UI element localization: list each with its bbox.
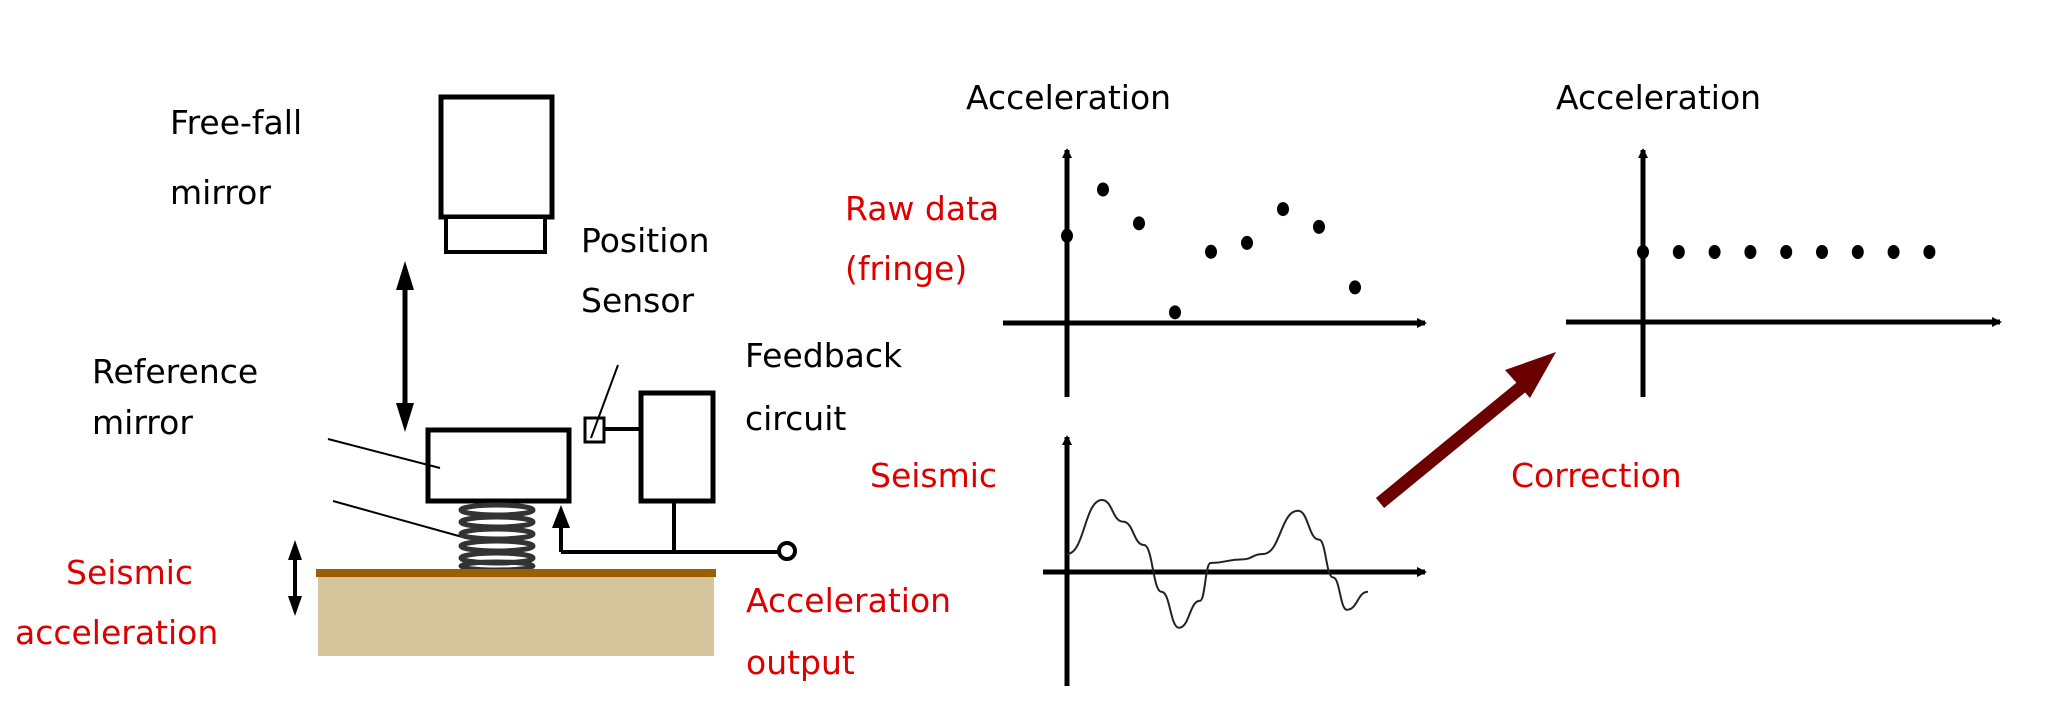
reference-pointer	[327, 438, 441, 469]
spring-icon	[458, 502, 536, 573]
ground	[318, 577, 714, 656]
reference-mirror-label: Reference	[92, 352, 258, 391]
seismic-signal-line	[1066, 498, 1369, 629]
corrected-data-point	[1780, 245, 1793, 259]
free-fall-label: Free-fall	[170, 103, 302, 142]
raw-data-point	[1277, 202, 1289, 217]
free-fall-mirror-base	[444, 215, 547, 254]
raw-data-point	[1313, 219, 1325, 234]
feedback-label-2: circuit	[745, 399, 846, 438]
raw-data-point	[1241, 235, 1253, 250]
raw-data-label-2: (fringe)	[845, 249, 967, 288]
position-sensor-label: Position	[581, 221, 710, 260]
corrected-data-point	[1816, 245, 1828, 259]
feedback-label: Feedback	[745, 336, 903, 375]
free-fall-mirror	[438, 94, 555, 220]
corrected-data-point	[1708, 245, 1721, 259]
raw-data-point	[1133, 216, 1145, 231]
raw-data-point	[1205, 244, 1217, 259]
chart-3-title: Acceleration	[1556, 78, 1761, 117]
position-sensor-label-2: Sensor	[581, 281, 695, 320]
correction-label: Correction	[1511, 456, 1682, 495]
reference-mirror-label-2: mirror	[92, 403, 193, 442]
raw-data-point	[1169, 305, 1181, 320]
corrected-data-point	[1637, 245, 1649, 259]
raw-data-point	[1061, 228, 1073, 243]
corrected-data-point	[1744, 245, 1757, 259]
acceleration-output-label-2: output	[746, 643, 855, 682]
feedback-circuit	[638, 390, 716, 504]
acceleration-output-label: Acceleration	[746, 581, 951, 620]
corrected-data-point	[1851, 245, 1864, 259]
double-arrow-icon	[396, 261, 414, 432]
force-arrow-icon	[552, 505, 570, 528]
corrected-data-point	[1923, 245, 1936, 259]
seismic-acceleration-label-2: acceleration	[15, 613, 218, 652]
feedback-wire	[559, 501, 797, 561]
reference-mirror	[425, 427, 572, 504]
spring-pointer	[332, 500, 467, 539]
raw-data-point	[1097, 182, 1109, 197]
corrected-data-point	[1887, 245, 1900, 259]
raw-data-label: Raw data	[845, 189, 999, 228]
seismic-label: Seismic	[870, 456, 997, 495]
correction-arrow-icon	[1375, 352, 1556, 509]
free-fall-label-2: mirror	[170, 173, 271, 212]
raw-data-point	[1349, 280, 1361, 295]
chart-marks	[1061, 182, 1936, 629]
seismic-arrow-icon	[288, 540, 302, 616]
seismic-acceleration-label: Seismic	[66, 553, 193, 592]
corrected-data-point	[1672, 245, 1685, 259]
sensor-pointer	[590, 364, 619, 439]
ground-surface	[316, 569, 716, 577]
chart-1-title: Acceleration	[966, 78, 1171, 117]
